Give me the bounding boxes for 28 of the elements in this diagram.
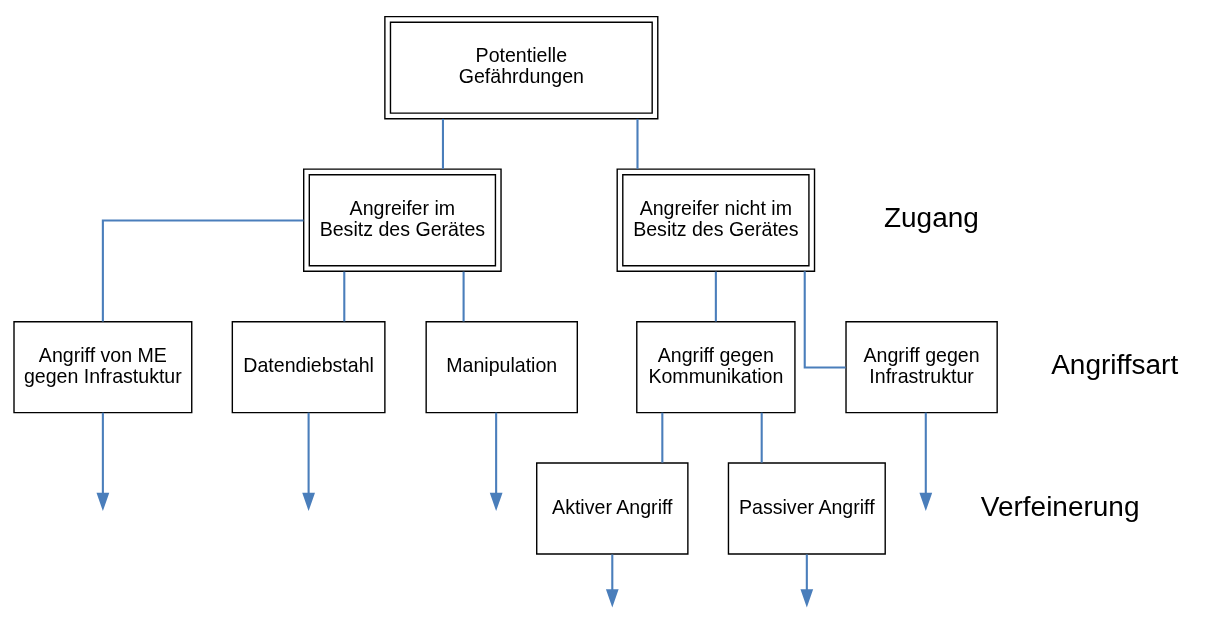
node-box: Potentielle Gefährdungen	[384, 15, 659, 119]
node-box: Datendiebstahl	[231, 320, 386, 413]
node-box: Angriff von ME gegen Infrastuktur	[13, 320, 193, 413]
connector	[803, 270, 846, 369]
connector	[760, 412, 763, 463]
connector	[441, 118, 444, 169]
arrow	[96, 412, 110, 511]
connector	[661, 412, 664, 463]
node-box: Angreifer nicht im Besitz des Gerätes	[616, 167, 816, 272]
label: Zugang	[883, 201, 979, 233]
node-box: Angreifer im Besitz des Gerätes	[303, 167, 502, 272]
label: Angriffsart	[1051, 348, 1179, 380]
arrow	[919, 412, 933, 511]
connector	[462, 271, 465, 321]
connector	[101, 219, 304, 322]
arrow	[605, 553, 619, 607]
arrow	[302, 412, 315, 511]
connector	[343, 271, 346, 321]
node-box: Angriff gegen Infrastruktur	[845, 320, 998, 413]
node-box: Manipulation	[425, 320, 578, 413]
connector	[636, 118, 639, 169]
connector	[714, 271, 717, 321]
node-box: Aktiver Angriff	[536, 461, 689, 555]
arrow	[489, 412, 503, 511]
node-box: Passiver Angriff	[727, 461, 886, 555]
arrow	[800, 553, 814, 607]
node-box: Angriff gegen Kommunikation	[636, 320, 796, 413]
label: Verfeinerung	[980, 490, 1140, 522]
